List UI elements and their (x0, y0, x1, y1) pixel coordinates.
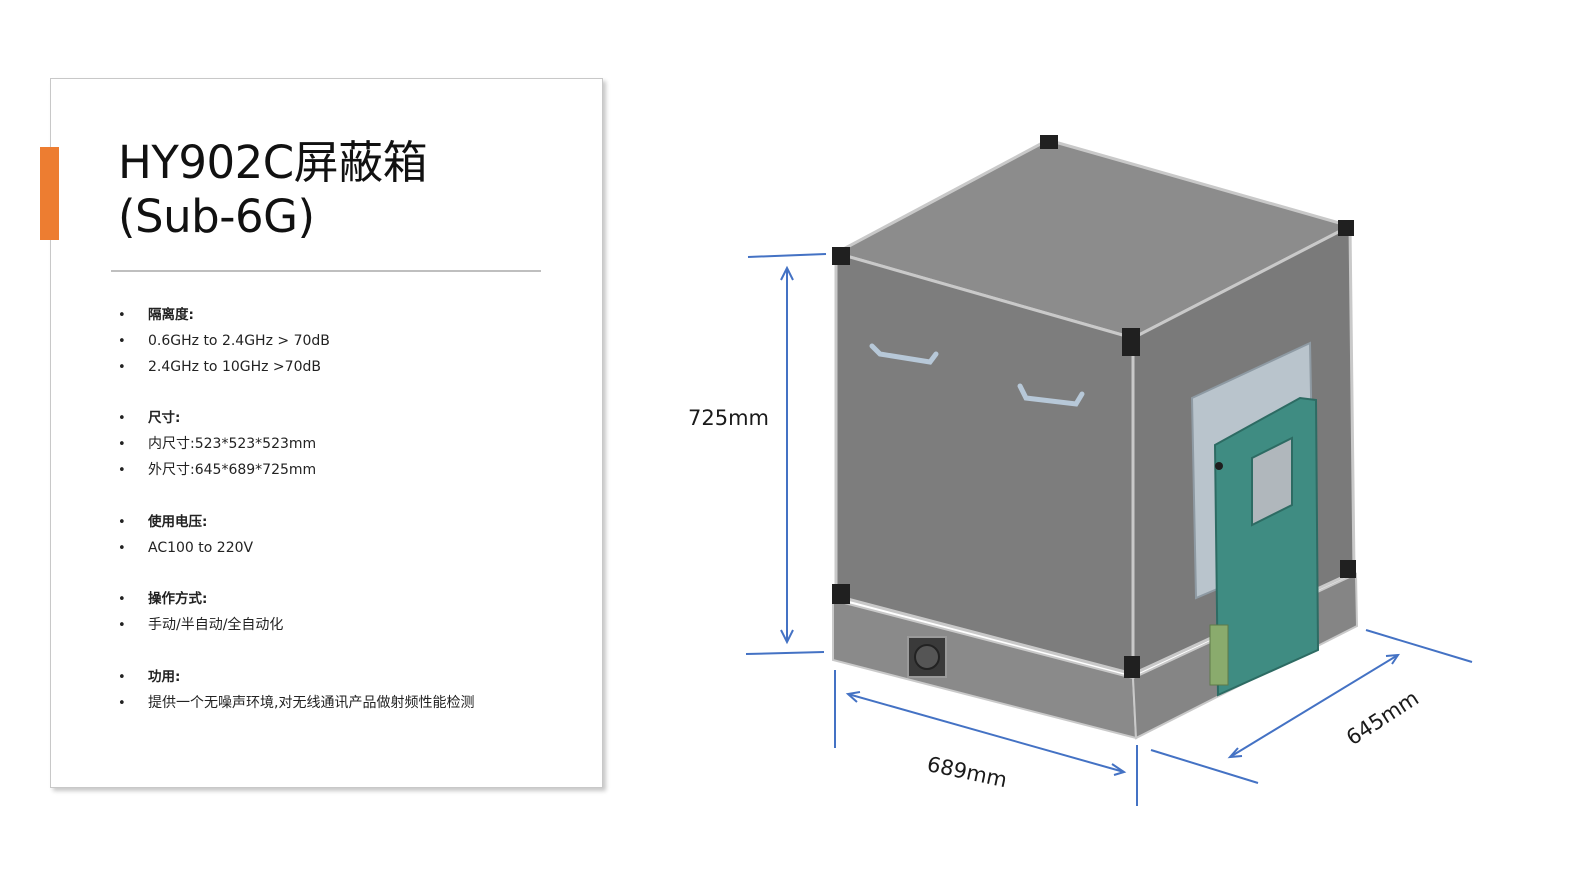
spec-heading-text: 功用: (148, 668, 181, 685)
spec-item: • 0.6GHz to 2.4GHz > 70dB (118, 329, 588, 355)
spec-item-text: 2.4GHz to 10GHz >70dB (148, 358, 321, 375)
handle-right (1017, 383, 1085, 407)
spec-heading-text: 隔离度: (148, 307, 194, 323)
spec-item-text: 0.6GHz to 2.4GHz > 70dB (148, 332, 330, 349)
spec-item: • 2.4GHz to 10GHz >70dB (118, 355, 588, 381)
spec-heading-text: 尺寸: (148, 410, 181, 427)
bullet-icon: • (118, 333, 126, 349)
spec-heading: • 隔离度: (118, 303, 588, 329)
dimension-lines (745, 253, 1473, 806)
spec-item: • 内尺寸:523*523*523mm (118, 432, 588, 458)
bullet-icon: • (118, 462, 126, 478)
bullet-icon: • (118, 411, 126, 427)
handle-left (869, 343, 939, 365)
spec-item-text: 手动/半自动/全自动化 (148, 617, 284, 634)
spec-group: • 操作方式: • 手动/半自动/全自动化 (118, 587, 588, 639)
bullet-icon: • (118, 308, 126, 323)
spec-heading: • 功用: (118, 665, 588, 691)
spec-group: • 使用电压: • AC100 to 220V (118, 510, 588, 562)
spec-item: • 提供一个无噪声环境,对无线通讯产品做射频性能检测 (118, 691, 588, 717)
spec-heading-text: 使用电压: (148, 513, 208, 530)
title-line-2: (Sub-6G) (118, 190, 315, 243)
spec-heading: • 尺寸: (118, 406, 588, 432)
spec-item: • AC100 to 220V (118, 536, 588, 562)
bullet-icon: • (118, 618, 126, 634)
bullet-icon: • (118, 592, 126, 608)
title-divider (111, 270, 541, 272)
spec-item-text: 提供一个无噪声环境,对无线通讯产品做射频性能检测 (148, 694, 475, 711)
spec-group: • 隔离度: • 0.6GHz to 2.4GHz > 70dB • 2.4GHz to … (118, 303, 588, 380)
spec-group: • 尺寸: • 内尺寸:523*523*523mm • 外尺寸:645*689*725mm (118, 406, 588, 483)
bullet-icon: • (118, 695, 126, 711)
spec-item-text: 外尺寸:645*689*725mm (148, 461, 317, 478)
title-line-1: HY902C屏蔽箱 (118, 136, 428, 189)
spec-card (50, 78, 603, 788)
spec-item-text: 内尺寸:523*523*523mm (148, 436, 317, 453)
spec-list: • 隔离度: • 0.6GHz to 2.4GHz > 70dB • 2.4GHz to … (118, 303, 588, 743)
accent-bar (40, 147, 59, 240)
bullet-icon: • (118, 514, 126, 530)
spec-group: • 功用: • 提供一个无噪声环境,对无线通讯产品做射频性能检测 (118, 665, 588, 717)
bullet-icon: • (118, 359, 126, 375)
page-title: HY902C屏蔽箱 (Sub-6G) (118, 136, 428, 244)
spec-item-text: AC100 to 220V (148, 539, 254, 556)
spec-heading-text: 操作方式: (148, 591, 208, 608)
spec-heading: • 使用电压: (118, 510, 588, 536)
shield-box-drawing (745, 135, 1473, 806)
bullet-icon: • (118, 669, 126, 685)
bullet-icon: • (118, 437, 126, 453)
spec-item: • 手动/半自动/全自动化 (118, 613, 588, 639)
spec-item: • 外尺寸:645*689*725mm (118, 458, 588, 484)
dimension-height-label: 725mm (688, 406, 769, 430)
spec-heading: • 操作方式: (118, 587, 588, 613)
bullet-icon: • (118, 540, 126, 556)
door-panel (1213, 396, 1320, 697)
